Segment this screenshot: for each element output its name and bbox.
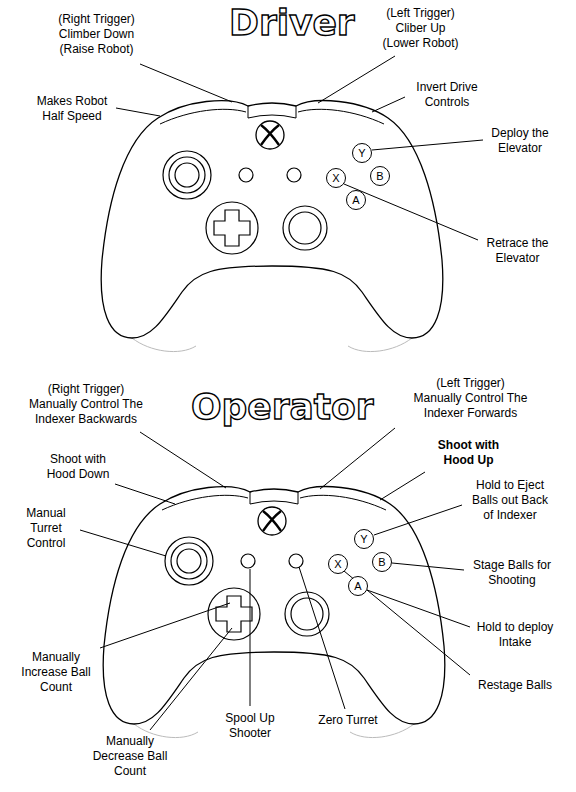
button-function-label: Zero Turret: [308, 713, 388, 728]
a-button: A: [348, 576, 368, 596]
button-letter: B: [378, 557, 385, 568]
driver-controller: [101, 101, 443, 352]
button-function-label: Invert Drive Controls: [407, 80, 487, 110]
button-letter: X: [332, 173, 339, 184]
b-button: B: [372, 552, 392, 572]
button-function-label: Makes Robot Half Speed: [32, 94, 112, 124]
y-button: Y: [352, 143, 372, 163]
button-function-label: (Left Trigger) Manually Control The Inde…: [412, 376, 529, 421]
button-function-label: Manually Decrease Ball Count: [90, 734, 170, 779]
button-function-label: Shoot with Hood Down: [43, 452, 113, 482]
controller-title: Operator: [191, 386, 374, 428]
button-letter: Y: [358, 148, 365, 159]
button-letter: A: [352, 195, 359, 206]
button-function-label: Hold to Eject Balls out Back of Indexer: [466, 478, 554, 523]
button-function-label: Retrace the Elevator: [480, 236, 555, 266]
button-function-label: Shoot with Hood Up: [431, 438, 506, 468]
button-function-label: Deploy the Elevator: [485, 126, 555, 156]
button-function-label: Stage Balls for Shooting: [468, 558, 556, 588]
y-button: Y: [354, 529, 374, 549]
button-function-label: (Right Trigger) Climber Down (Raise Robo…: [49, 12, 144, 57]
button-function-label: (Right Trigger) Manually Control The Ind…: [25, 382, 147, 427]
button-function-label: Restage Balls: [470, 678, 560, 693]
button-function-label: Spool Up Shooter: [220, 711, 280, 741]
button-letter: X: [334, 559, 341, 570]
a-button: A: [346, 190, 366, 210]
x-button: X: [328, 554, 348, 574]
button-letter: A: [354, 581, 361, 592]
controller-title: Driver: [229, 2, 355, 44]
b-button: B: [370, 166, 390, 186]
button-letter: Y: [360, 534, 367, 545]
button-function-label: Hold to deploy Intake: [470, 620, 560, 650]
button-function-label: Manually Increase Ball Count: [17, 650, 95, 695]
button-function-label: (Left Trigger) Cliber Up (Lower Robot): [378, 6, 463, 51]
button-function-label: Manual Turret Control: [21, 506, 71, 551]
button-letter: B: [376, 171, 383, 182]
x-button: X: [326, 168, 346, 188]
